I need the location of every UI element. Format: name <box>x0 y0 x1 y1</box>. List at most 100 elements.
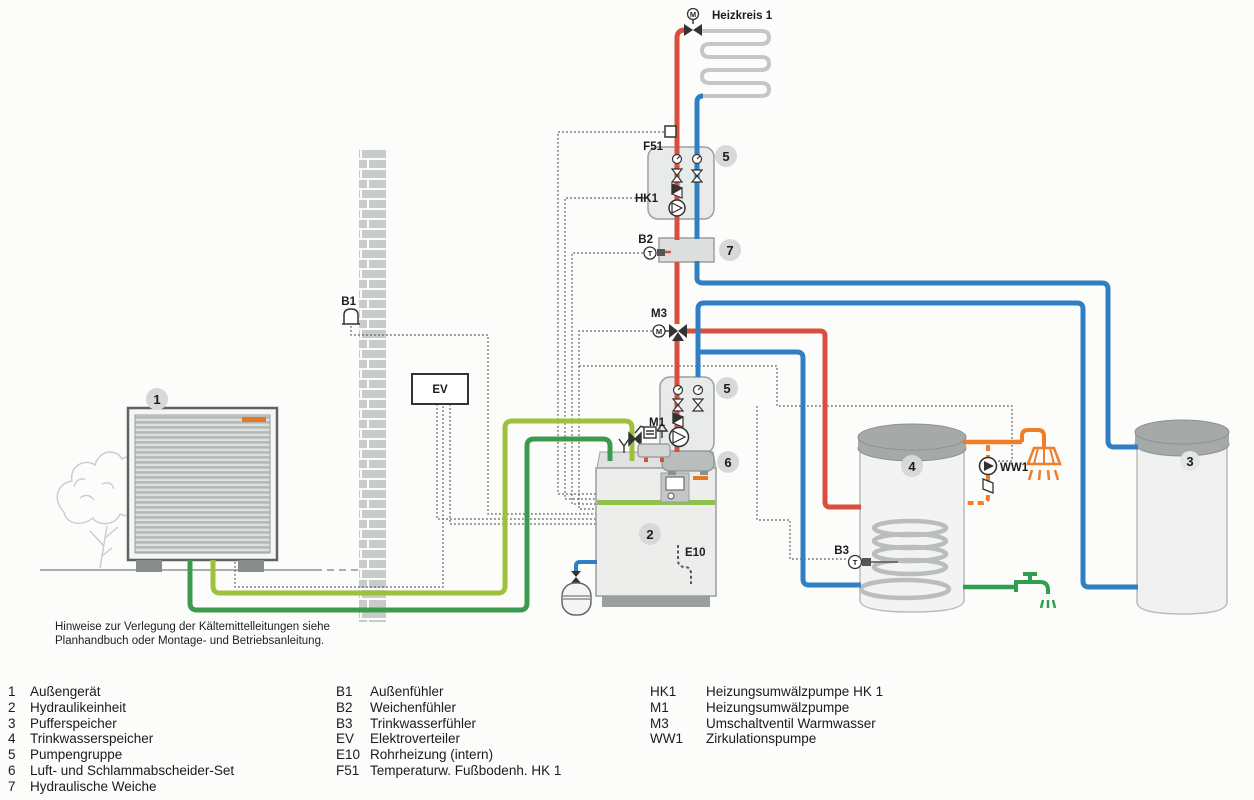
motor-letter: M <box>690 10 696 19</box>
pipe-coil-return <box>694 93 704 239</box>
outdoor-foot-right <box>238 560 264 572</box>
dhw-tank <box>857 423 967 613</box>
pipe-buffer-bottom-to-pump <box>695 300 1138 590</box>
wire-b3 <box>756 406 847 560</box>
temp-letter: T <box>853 558 858 567</box>
wire-ev-b <box>449 404 596 525</box>
note-line-1: Hinweise zur Verlegung der Kältemittelle… <box>55 621 330 633</box>
outdoor-unit <box>126 406 279 572</box>
dhw-warm-water <box>963 428 1062 505</box>
pump-group-hk1-internals <box>668 153 704 217</box>
control-wiring <box>234 131 1013 588</box>
component-labels: Heizkreis 1 F51 HK1 B2 M3 M1 B1 E10 B3 W… <box>341 10 1028 559</box>
circulation-line-dashed <box>964 445 990 505</box>
hk1-label: HK1 <box>635 193 659 205</box>
safety-valve-icon <box>628 431 636 447</box>
pipes-heating-return <box>574 93 1138 590</box>
buffer-tank <box>1134 419 1230 615</box>
shower-icon <box>1020 428 1046 448</box>
manometer-icon <box>643 426 657 439</box>
badge-pump-group-hk1: 5 <box>722 149 729 164</box>
air-dirt-separator <box>661 450 715 475</box>
e10-heater-icon <box>677 545 692 584</box>
safety-manifold <box>637 443 671 458</box>
hydraulic-schematic: M M T T EV 1 2 3 4 <box>40 7 1230 622</box>
m1-label: M1 <box>649 417 666 429</box>
pipe-flow-riser <box>674 27 686 240</box>
b1-label: B1 <box>341 296 356 308</box>
refrigerant-note: Hinweise zur Verlegung der Kältemittelle… <box>55 620 330 648</box>
badge-dhw-tank: 4 <box>908 459 916 474</box>
wire-ev-a <box>436 404 596 520</box>
badge-air-separator: 6 <box>724 455 731 470</box>
pipe-flow-dhw <box>686 328 861 510</box>
dhw-coil-icon <box>858 518 952 601</box>
pipe-expansion-vessel <box>574 560 597 571</box>
wire-rail-right <box>579 365 1013 462</box>
badge-outdoor: 1 <box>153 392 160 407</box>
pipe-dhw-coil-return <box>698 349 861 588</box>
badge-hydraulic-unit: 2 <box>646 527 653 542</box>
e10-label: E10 <box>685 547 705 559</box>
m3-label: M3 <box>651 308 667 320</box>
outdoor-foot-left <box>136 560 162 572</box>
badge-pump-group-m1: 5 <box>723 381 730 396</box>
cold-water-tap <box>963 572 1057 609</box>
b2-sensor: T <box>643 246 671 260</box>
ww1-label: WW1 <box>1000 462 1029 474</box>
wire-b2 <box>571 252 643 505</box>
heizkreis-mixing-valve: M <box>684 7 702 36</box>
hydraulic-separator <box>658 237 715 263</box>
pipe-refrigerant-dark-green <box>187 436 613 613</box>
b3-label: B3 <box>834 545 849 557</box>
safety-group <box>618 422 671 458</box>
ww1-pump <box>978 456 998 494</box>
f51-label: F51 <box>643 141 663 153</box>
badges: 1 2 3 4 5 5 6 7 <box>146 145 1200 545</box>
unit-logo <box>693 476 708 480</box>
b2-label: B2 <box>638 234 653 246</box>
wire-m3 <box>578 330 652 510</box>
wire-outdoor-ev <box>234 404 444 588</box>
wire-b1 <box>350 326 596 515</box>
temp-letter: T <box>648 249 653 258</box>
valve-icon <box>670 168 684 183</box>
valve-icon <box>690 169 704 183</box>
b3-sensor: T <box>847 554 898 570</box>
check-valve-icon <box>982 478 994 494</box>
wall <box>359 150 386 622</box>
badge-hydraulic-separator: 7 <box>726 243 733 258</box>
motor-letter: M <box>656 327 662 336</box>
valve-icon <box>691 398 705 412</box>
wire-f51 <box>557 131 664 495</box>
unit-base <box>602 596 710 607</box>
b1-sensor-icon <box>342 308 360 325</box>
air-vent-icon <box>656 422 669 438</box>
m3-valve: M <box>652 324 687 341</box>
valve-icon <box>671 398 685 412</box>
ev-label: EV <box>432 384 448 396</box>
ev-box: EV <box>411 373 469 405</box>
note-line-2: Planhandbuch oder Montage- und Betriebsa… <box>55 635 325 647</box>
drain-icon <box>618 438 630 453</box>
outdoor-logo <box>242 417 266 422</box>
tap-icon <box>1014 572 1050 594</box>
